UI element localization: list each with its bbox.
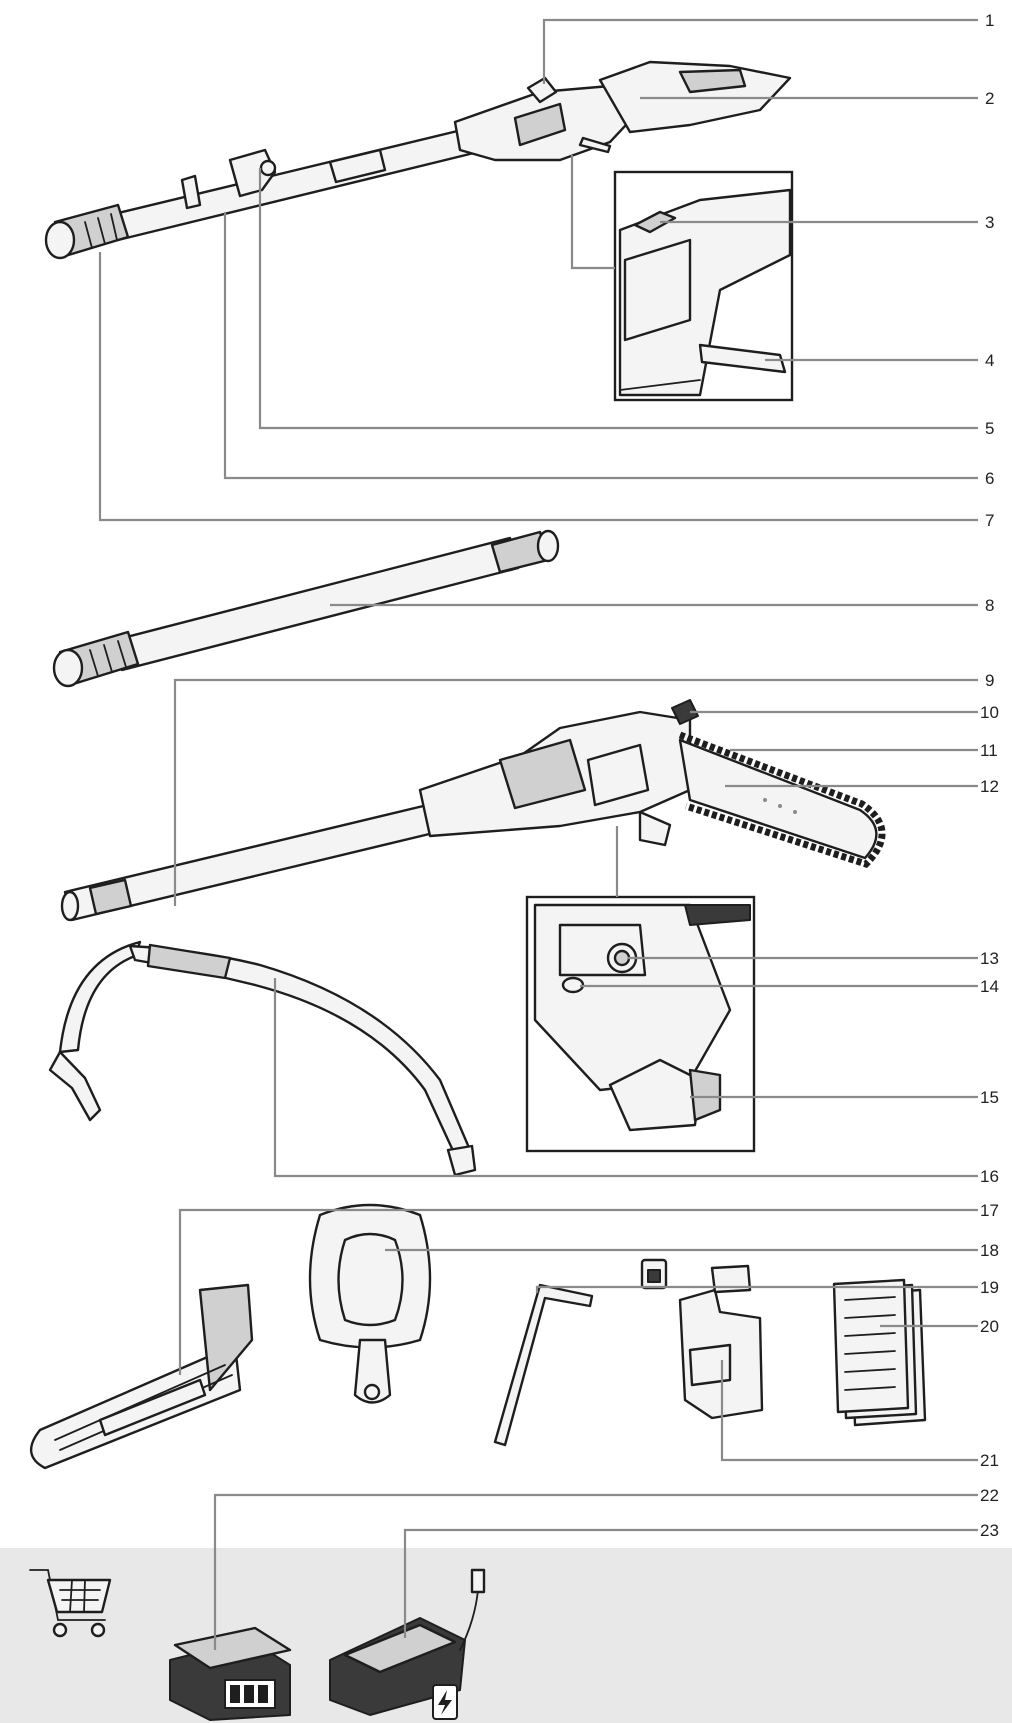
callout-6: 6 [985,469,994,488]
callout-7: 7 [985,511,994,530]
charger [329,1568,486,1720]
auxiliary-handle [308,1203,432,1404]
callout-15: 15 [980,1088,999,1107]
callout-19: 19 [980,1278,999,1297]
accessory-band [0,1548,1012,1723]
callout-22: 22 [980,1486,999,1505]
trigger-detail-inset [613,170,794,402]
callout-17: 17 [980,1201,999,1220]
leader-lines [98,18,978,1650]
saw-head-detail-inset [525,895,756,1153]
callout-1: 1 [985,11,994,30]
callout-10: 10 [980,703,999,722]
callout-13: 13 [980,949,999,968]
callout-21: 21 [980,1451,999,1470]
battery-pack [169,1626,292,1721]
callout-2: 2 [985,89,994,108]
callout-23: 23 [980,1521,999,1540]
bar-cover [30,1283,254,1470]
instruction-manual [832,1278,927,1427]
callout-9: 9 [985,671,994,690]
callout-14: 14 [980,977,999,996]
pole-saw-assembly [44,60,792,260]
callout-8: 8 [985,596,994,615]
callout-16: 16 [980,1167,999,1186]
shopping-cart-icon [29,1569,112,1638]
callout-11: 11 [980,741,998,760]
shoulder-strap [48,940,477,1177]
oil-bottle [640,1258,764,1420]
callout-20: 20 [980,1317,999,1336]
callout-18: 18 [980,1241,999,1260]
callout-numbers: 1 2 3 4 5 6 7 8 9 10 11 12 13 14 15 16 1… [980,11,999,1540]
hex-key [493,1283,594,1447]
callout-5: 5 [985,419,994,438]
callout-12: 12 [980,777,999,796]
saw-head [60,699,886,922]
callout-3: 3 [985,213,994,232]
callout-4: 4 [985,351,994,370]
extension-pole [52,529,560,688]
